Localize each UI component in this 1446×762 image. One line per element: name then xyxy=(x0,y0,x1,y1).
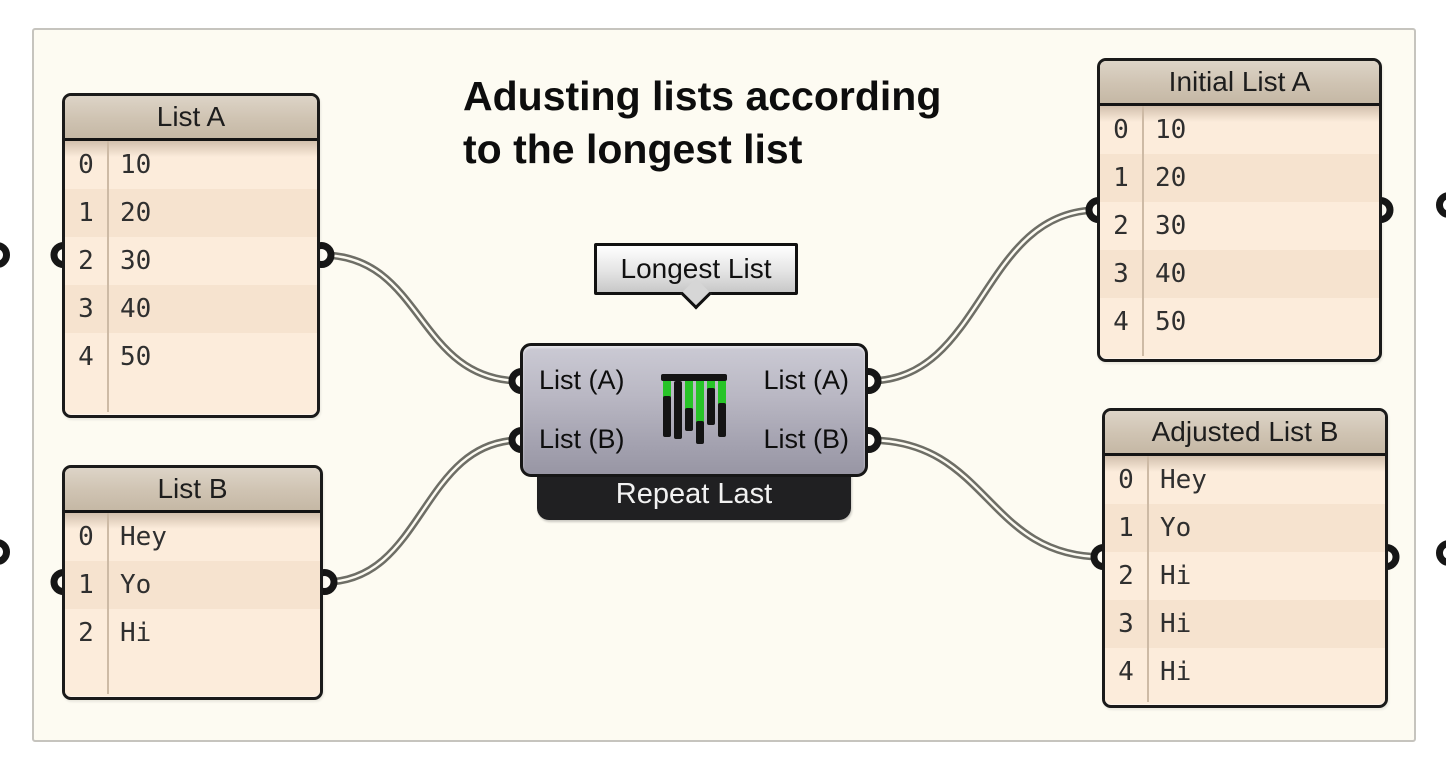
wire-component-to-initial-lista[interactable] xyxy=(868,206,1099,385)
wire-lista-to-component[interactable] xyxy=(321,251,522,385)
panel-body: 0 10 1 20 2 30 3 40 4 50 xyxy=(65,141,317,412)
panel-row: 3 40 xyxy=(1100,250,1379,298)
index-divider xyxy=(1142,106,1144,356)
panel-row: 0 10 xyxy=(1100,106,1379,154)
panel-title: Initial List A xyxy=(1100,61,1379,106)
panel-title: List A xyxy=(65,96,317,141)
row-value: Yo xyxy=(1160,513,1192,543)
title-line-1: Adusting lists according xyxy=(463,73,942,119)
canvas-title-scribble[interactable]: Adusting lists according to the longest … xyxy=(463,70,941,176)
row-value: Hey xyxy=(1160,465,1207,495)
row-value: 30 xyxy=(1155,211,1187,241)
panel-title: List B xyxy=(65,468,320,513)
panel-list-b[interactable]: List B 0 Hey 1 Yo 2 Hi xyxy=(62,465,323,700)
row-index: 3 xyxy=(78,294,94,324)
row-value: Hi xyxy=(1160,561,1192,591)
panel-row: 2 30 xyxy=(1100,202,1379,250)
panel-list-a[interactable]: List A 0 10 1 20 2 30 3 40 4 50 xyxy=(62,93,320,418)
component-input-b-label: List (B) xyxy=(539,424,625,454)
row-index: 2 xyxy=(1118,561,1134,591)
row-value: 30 xyxy=(120,246,152,276)
row-index: 0 xyxy=(1113,115,1129,145)
row-value: 40 xyxy=(1155,259,1187,289)
panel-row: 1 20 xyxy=(65,189,317,237)
row-index: 3 xyxy=(1118,609,1134,639)
row-value: 10 xyxy=(1155,115,1187,145)
panel-body: 0 Hey 1 Yo 2 Hi xyxy=(65,513,320,694)
panel-row: 0 Hey xyxy=(65,513,320,561)
index-divider xyxy=(107,513,109,694)
component-output-a-label: List (A) xyxy=(763,365,849,395)
row-index: 3 xyxy=(1113,259,1129,289)
row-index: 1 xyxy=(1113,163,1129,193)
panel-row: 4 Hi xyxy=(1105,648,1385,696)
row-index: 2 xyxy=(1113,211,1129,241)
row-index: 1 xyxy=(78,198,94,228)
row-value: Hi xyxy=(1160,609,1192,639)
row-index: 1 xyxy=(1118,513,1134,543)
panel-row: 1 Yo xyxy=(65,561,320,609)
panel-row: 2 Hi xyxy=(65,609,320,657)
row-index: 2 xyxy=(78,618,94,648)
row-value: Hi xyxy=(1160,657,1192,687)
row-value: 50 xyxy=(1155,307,1187,337)
panel-row: 4 50 xyxy=(1100,298,1379,346)
row-index: 4 xyxy=(1113,307,1129,337)
row-index: 0 xyxy=(78,150,94,180)
panel-row: 2 Hi xyxy=(1105,552,1385,600)
longest-list-bars-icon xyxy=(661,374,727,444)
wire-component-to-adjusted-listb[interactable] xyxy=(868,436,1104,561)
panel-title: Adjusted List B xyxy=(1105,411,1385,456)
index-divider xyxy=(1147,456,1149,702)
edge-port-left-bottom[interactable] xyxy=(0,539,10,565)
panel-initial-list-a[interactable]: Initial List A 0 10 1 20 2 30 3 40 4 50 xyxy=(1097,58,1382,362)
row-index: 1 xyxy=(78,570,94,600)
row-value: Yo xyxy=(120,570,152,600)
panel-row: 0 Hey xyxy=(1105,456,1385,504)
component-tooltip: Longest List xyxy=(594,243,798,310)
panel-row: 4 50 xyxy=(65,333,317,381)
row-value: 40 xyxy=(120,294,152,324)
row-value: Hi xyxy=(120,618,152,648)
panel-row: 1 Yo xyxy=(1105,504,1385,552)
row-value: 20 xyxy=(1155,163,1187,193)
edge-port-left-top[interactable] xyxy=(0,242,10,268)
component-longest-list[interactable]: List (A) List (B) List (A) List (B) xyxy=(520,343,868,477)
component-input-a-label: List (A) xyxy=(539,365,625,395)
panel-row: 0 10 xyxy=(65,141,317,189)
row-value: 50 xyxy=(120,342,152,372)
row-value: Hey xyxy=(120,522,167,552)
panel-row: 3 Hi xyxy=(1105,600,1385,648)
index-divider xyxy=(107,141,109,412)
row-index: 2 xyxy=(78,246,94,276)
row-value: 20 xyxy=(120,198,152,228)
edge-port-right-bottom[interactable] xyxy=(1436,540,1446,566)
panel-row: 2 30 xyxy=(65,237,317,285)
title-line-2: to the longest list xyxy=(463,126,803,172)
row-value: 10 xyxy=(120,150,152,180)
panel-row: 3 40 xyxy=(65,285,317,333)
panel-row: 1 20 xyxy=(1100,154,1379,202)
component-output-b-label: List (B) xyxy=(763,424,849,454)
component-name: Repeat Last xyxy=(615,478,773,510)
edge-port-right-top[interactable] xyxy=(1436,192,1446,218)
wire-listb-to-component[interactable] xyxy=(324,436,522,586)
row-index: 0 xyxy=(78,522,94,552)
row-index: 0 xyxy=(1118,465,1134,495)
panel-body: 0 10 1 20 2 30 3 40 4 50 xyxy=(1100,106,1379,356)
row-index: 4 xyxy=(78,342,94,372)
row-index: 4 xyxy=(1118,657,1134,687)
